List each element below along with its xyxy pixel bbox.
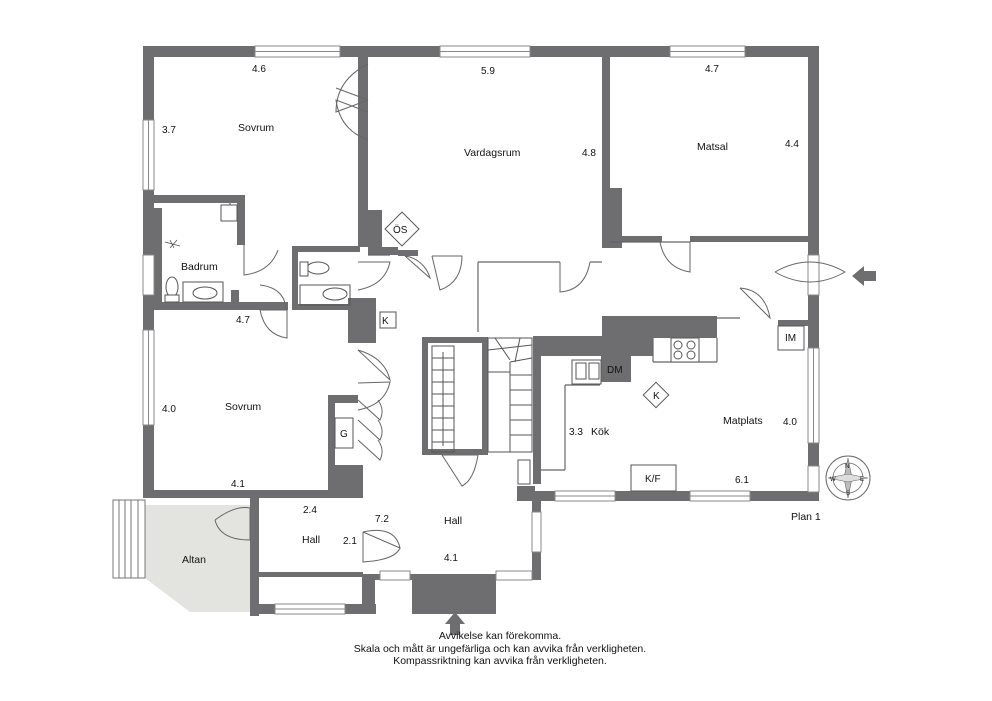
doors <box>214 63 847 563</box>
room-label-sovrum-bottom: Sovrum <box>225 401 261 413</box>
room-label-hall-main: Hall <box>444 515 462 527</box>
label-k-chimney: K <box>382 316 389 327</box>
dim-hall-small-width: 2.4 <box>303 505 317 516</box>
dim-sovrum-bottom-depth: 4.0 <box>162 404 176 415</box>
terrace-steps <box>112 499 146 579</box>
room-label-kok: Kök <box>591 426 610 438</box>
disclaimer-line-2: Skala och mått är ungefärliga och kan av… <box>353 642 647 655</box>
entry-arrow-bottom-icon <box>445 612 465 635</box>
label-im: IM <box>785 333 796 344</box>
label-g: G <box>340 429 348 440</box>
compass-icon: N E S W <box>825 455 871 501</box>
label-kf: K/F <box>645 474 661 485</box>
sink <box>192 286 218 300</box>
dim-hall-main-width: 4.1 <box>444 553 458 564</box>
room-label-matplats: Matplats <box>723 415 763 427</box>
dim-sovrum-bottom-width: 4.7 <box>236 315 250 326</box>
room-label-hall-small: Hall <box>302 534 320 546</box>
label-os: ÖS <box>393 224 408 236</box>
staircase <box>422 337 533 455</box>
dim-sovrum-top-width: 4.6 <box>252 64 266 75</box>
compass-e: E <box>860 477 864 483</box>
dim-matsal-depth: 4.4 <box>785 139 799 150</box>
compass-n: N <box>845 464 849 470</box>
entry-arrow-right-icon <box>852 266 876 286</box>
toilet-wc <box>306 261 330 275</box>
compass-w: W <box>830 477 836 483</box>
window-mid-lines <box>148 51 814 610</box>
room-label-altan: Altan <box>182 554 206 566</box>
toilet <box>165 276 179 298</box>
dim-vardagsrum-width: 5.9 <box>481 66 495 77</box>
room-label-sovrum-top: Sovrum <box>238 122 274 134</box>
sanitary-fixtures <box>164 204 351 306</box>
dim-hall-main-depth: 7.2 <box>375 514 389 525</box>
k-oven-diamond <box>642 381 670 409</box>
kitchen-fixtures <box>334 211 805 492</box>
dim-vardagsrum-depth: 4.8 <box>582 148 596 159</box>
plan-label: Plan 1 <box>791 511 821 523</box>
dim-sovrum-top-depth: 3.7 <box>162 125 176 136</box>
room-label-badrum: Badrum <box>181 261 218 273</box>
disclaimer-line-1: Avvikelse kan förekomma. <box>438 630 562 642</box>
sink-wc <box>322 287 348 301</box>
altan-terrace <box>145 505 250 612</box>
dim-matplats-width: 6.1 <box>735 475 749 486</box>
dim-sovrum-bottom-lower: 4.1 <box>231 479 245 490</box>
label-k-kitchen: K <box>653 391 660 402</box>
dim-kok-width: 3.3 <box>569 427 583 438</box>
dim-hall-small-depth: 2.1 <box>343 536 357 547</box>
os-stove-diamond <box>384 211 420 247</box>
room-label-vardagsrum: Vardagsrum <box>464 147 521 159</box>
room-label-matsal: Matsal <box>697 141 728 153</box>
disclaimer-line-3: Kompassriktning kan avvika från verkligh… <box>393 655 607 667</box>
dim-matsal-width: 4.7 <box>705 64 719 75</box>
compass-s: S <box>846 491 850 497</box>
disclaimer: Avvikelse kan förekomma. Skala och mått … <box>300 630 700 668</box>
label-dm: DM <box>607 365 623 376</box>
dim-matplats-depth: 4.0 <box>783 417 797 428</box>
